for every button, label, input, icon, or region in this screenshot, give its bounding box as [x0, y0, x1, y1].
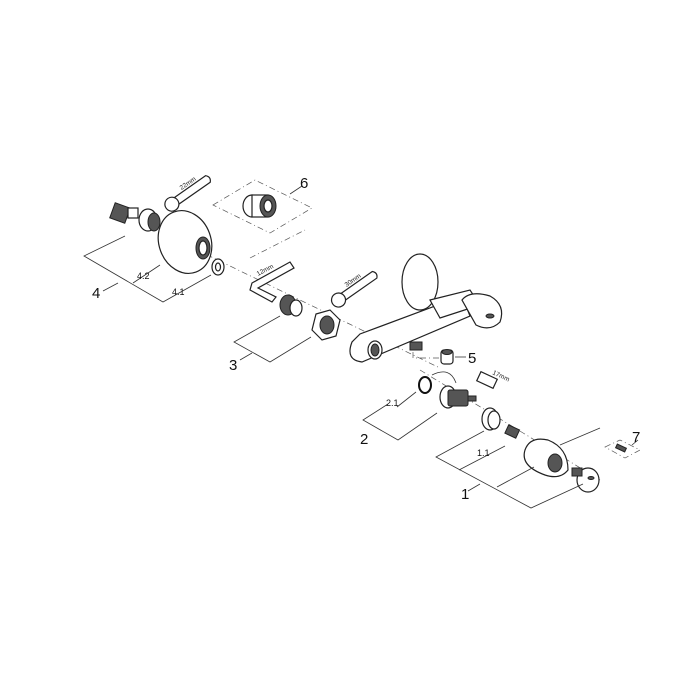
- wrench-22mm: 22mm: [164, 175, 211, 212]
- wrench-30mm: 30mm: [330, 270, 378, 308]
- label-4: 4: [92, 285, 100, 302]
- label-2: 2: [360, 431, 368, 448]
- label-1-1: 1.1: [477, 448, 490, 458]
- part-3-nut[interactable]: [311, 309, 341, 341]
- part-6[interactable]: 6: [212, 175, 313, 234]
- label-3: 3: [229, 357, 237, 374]
- label-4-2: 4.2: [137, 271, 150, 281]
- mixer-body[interactable]: [349, 253, 503, 363]
- washer[interactable]: [211, 258, 225, 276]
- part-5[interactable]: 5: [412, 349, 476, 368]
- label-6: 6: [300, 175, 308, 192]
- label-4-1: 4.1: [172, 287, 185, 297]
- socket-17mm: 17mm: [475, 369, 510, 390]
- axis-part-6: [249, 229, 306, 259]
- part-2-cartridge[interactable]: [439, 385, 477, 409]
- bracket-1: [435, 427, 601, 509]
- label-2-1: 2.1: [386, 398, 399, 408]
- label-1: 1: [461, 486, 469, 503]
- part-1-1-spindle[interactable]: [504, 424, 521, 439]
- part-7[interactable]: 7: [604, 429, 641, 459]
- bracket-2: [362, 391, 438, 441]
- part-1-cap[interactable]: [571, 467, 600, 493]
- rotation-arrow: [431, 371, 457, 384]
- label-5: 5: [468, 350, 476, 367]
- part-4-fitting[interactable]: [109, 202, 161, 232]
- part-1-handle[interactable]: [523, 438, 569, 478]
- part-1-ring[interactable]: [481, 407, 501, 431]
- bracket-4: [83, 235, 212, 303]
- part-2-oring[interactable]: [418, 376, 432, 394]
- label-7: 7: [632, 429, 640, 446]
- bracket-3: [233, 315, 312, 363]
- part-3-cartridge[interactable]: [279, 294, 303, 317]
- part-4-flange[interactable]: [150, 203, 221, 281]
